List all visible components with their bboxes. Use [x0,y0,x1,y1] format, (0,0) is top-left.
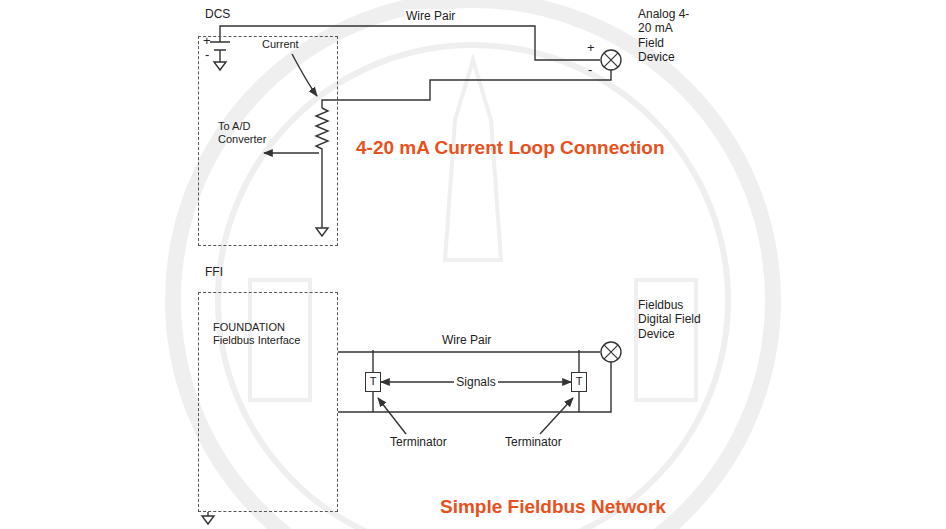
polarity-mark: + [587,40,595,56]
edge-label: Wire Pair [404,9,457,23]
lamp-circle [601,342,621,362]
resistor-symbol [316,108,328,236]
lamp-cross [604,345,618,359]
return-wire [322,70,611,108]
section-title: Simple Fieldbus Network [440,496,666,519]
lamp-symbol [600,5,630,74]
polarity-mark: - [205,47,209,63]
lamp-cross [604,53,618,67]
terminator-leads [373,350,579,412]
battery-symbol [210,36,230,70]
wire-pair [220,26,600,60]
terminator-box: T [365,372,381,392]
lamp-symbol [600,300,630,366]
edge-label: Signals [454,375,497,389]
seal-ring [173,0,773,529]
box-label: FOUNDATION Fieldbus Interface [213,321,313,347]
signal-name: To A/D Converter [218,120,278,146]
signal-name: Current [262,38,299,51]
callout-label: Terminator [505,435,562,449]
section-title: 4-20 mA Current Loop Connection [356,137,665,160]
ground-symbol [202,512,214,524]
field-device: Analog 4-20 mA Field Device [600,5,700,81]
seal-ring [218,45,728,529]
polarity-mark: - [588,62,592,78]
interface-box: FFIFOUNDATION Fieldbus Interface [198,292,338,512]
current-arrow [292,54,317,96]
adc-tap-arrow [264,152,319,153]
lamp-circle [601,50,621,70]
terminator-box: T [571,372,587,392]
box-label: T [370,375,377,388]
terminator-leader [378,398,406,434]
box-label: Analog 4-20 mA Field Device [638,7,690,65]
terminator-leader [540,398,573,434]
seal-emblem [250,60,696,400]
box-label: Fieldbus Digital Field Device [638,298,708,341]
polarity-mark: + [203,33,211,49]
fieldbus-return-wire [338,362,611,412]
edge-label: Wire Pair [440,333,493,347]
field-device: Fieldbus Digital Field Device [600,300,712,380]
watermark-seal [173,0,773,529]
box-label: T [576,375,583,388]
callout-label: Terminator [390,435,447,449]
wire-pair [338,351,600,352]
